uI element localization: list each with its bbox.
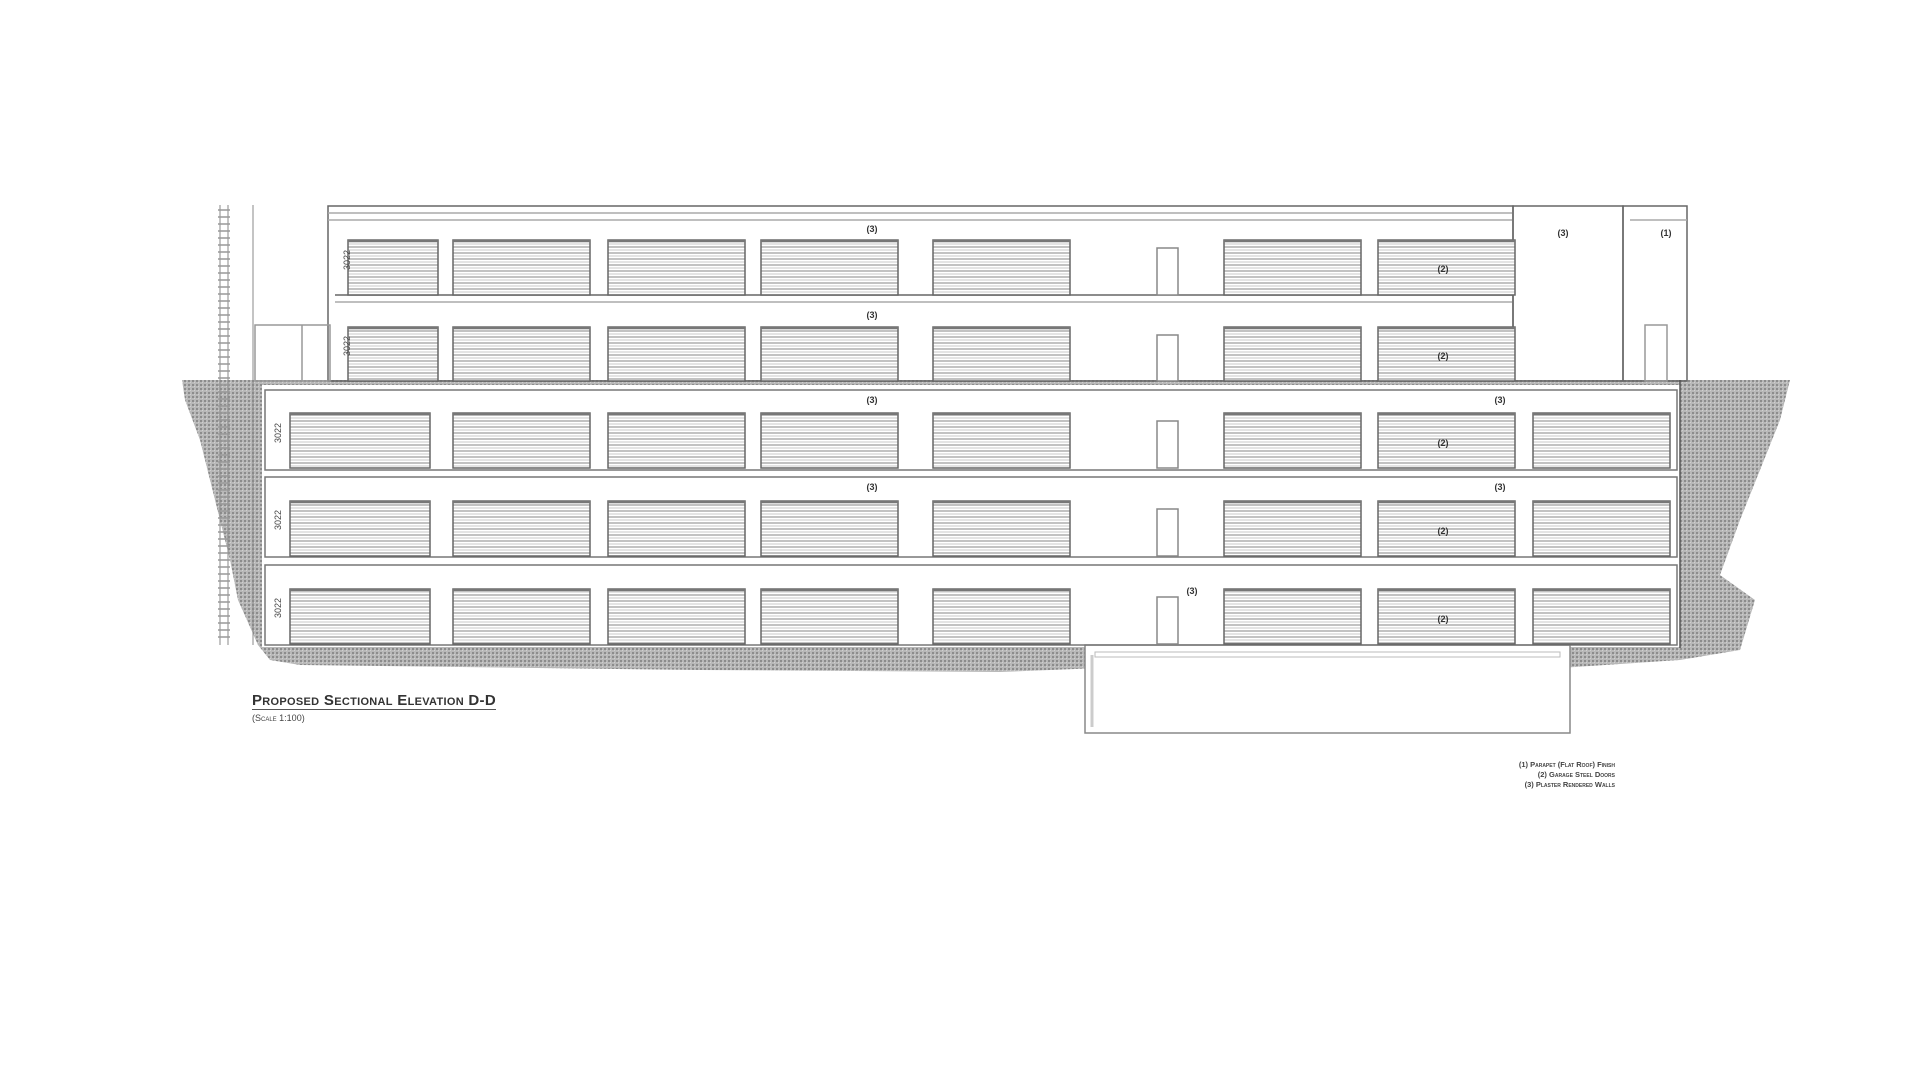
svg-text:(3): (3) bbox=[867, 224, 878, 234]
callout-labels: (3) (3) (3) (3) (3) (3) (3) (3) (1) (2) … bbox=[867, 224, 1672, 624]
svg-text:3022: 3022 bbox=[273, 598, 283, 618]
pedestrian-door bbox=[1156, 596, 1179, 645]
garage-door bbox=[607, 412, 746, 469]
garage-door bbox=[760, 588, 899, 645]
garage-door bbox=[760, 326, 899, 382]
svg-text:(3): (3) bbox=[867, 310, 878, 320]
garage-door bbox=[760, 239, 899, 296]
garage-door bbox=[347, 326, 439, 382]
drawing-title: Proposed Sectional Elevation D-D bbox=[252, 692, 496, 710]
garage-door bbox=[452, 412, 591, 469]
svg-text:(1): (1) bbox=[1661, 228, 1672, 238]
svg-text:(3): (3) bbox=[867, 395, 878, 405]
garage-door bbox=[607, 588, 746, 645]
svg-text:(2): (2) bbox=[1438, 526, 1449, 536]
svg-text:(3): (3) bbox=[1558, 228, 1569, 238]
legend: (1) Parapet (Flat Roof) Finish (2) Garag… bbox=[1519, 760, 1615, 790]
garage-door bbox=[452, 326, 591, 382]
drawing-scale: (Scale 1:100) bbox=[252, 713, 305, 723]
legend-item-1: (1) Parapet (Flat Roof) Finish bbox=[1518, 760, 1615, 769]
svg-text:3022: 3022 bbox=[273, 510, 283, 530]
svg-text:(2): (2) bbox=[1438, 351, 1449, 361]
garage-door bbox=[607, 500, 746, 557]
garage-door bbox=[932, 500, 1071, 557]
garage-door bbox=[452, 500, 591, 557]
dimension-labels: 3022 3022 3022 3022 3022 bbox=[273, 250, 352, 618]
svg-text:(3): (3) bbox=[1187, 586, 1198, 596]
garage-door bbox=[1532, 588, 1671, 645]
garage-door bbox=[607, 326, 746, 382]
legend-item-3: (3) Plaster Rendered Walls bbox=[1524, 780, 1615, 789]
pedestrian-door bbox=[1156, 420, 1179, 469]
garage-door bbox=[1377, 239, 1516, 296]
garage-door bbox=[1223, 326, 1362, 382]
svg-text:(2): (2) bbox=[1438, 438, 1449, 448]
svg-text:(3): (3) bbox=[1495, 395, 1506, 405]
svg-text:3022: 3022 bbox=[342, 250, 352, 270]
garage-door bbox=[1223, 412, 1362, 469]
garage-doors bbox=[289, 239, 1671, 645]
pedestrian-door bbox=[1156, 508, 1179, 557]
garage-door bbox=[452, 588, 591, 645]
garage-door bbox=[289, 588, 431, 645]
garage-door bbox=[1223, 588, 1362, 645]
svg-text:(3): (3) bbox=[1495, 482, 1506, 492]
pedestrian-door bbox=[1156, 334, 1179, 382]
lower-building bbox=[264, 380, 1681, 648]
garage-door bbox=[932, 412, 1071, 469]
garage-door bbox=[289, 500, 431, 557]
svg-text:(2): (2) bbox=[1438, 264, 1449, 274]
garage-door bbox=[932, 239, 1071, 296]
garage-door bbox=[289, 412, 431, 469]
svg-text:(3): (3) bbox=[867, 482, 878, 492]
survey-ladder bbox=[219, 205, 254, 645]
legend-item-2: (2) Garage Steel Doors bbox=[1537, 770, 1615, 779]
garage-door bbox=[607, 239, 746, 296]
garage-door bbox=[1377, 326, 1516, 382]
garage-door bbox=[1532, 500, 1671, 557]
garage-door bbox=[932, 326, 1071, 382]
svg-text:3022: 3022 bbox=[342, 336, 352, 356]
survey-ladder-rungs bbox=[218, 209, 230, 638]
garage-door bbox=[347, 239, 439, 296]
garage-door bbox=[1223, 500, 1362, 557]
garage-door bbox=[1223, 239, 1362, 296]
garage-door bbox=[1532, 412, 1671, 469]
garage-door bbox=[760, 500, 899, 557]
garage-door bbox=[1377, 412, 1516, 469]
garage-door bbox=[760, 412, 899, 469]
garage-door bbox=[452, 239, 591, 296]
svg-text:(2): (2) bbox=[1438, 614, 1449, 624]
svg-text:3022: 3022 bbox=[273, 423, 283, 443]
garage-door bbox=[932, 588, 1071, 645]
pedestrian-door bbox=[1156, 247, 1179, 296]
